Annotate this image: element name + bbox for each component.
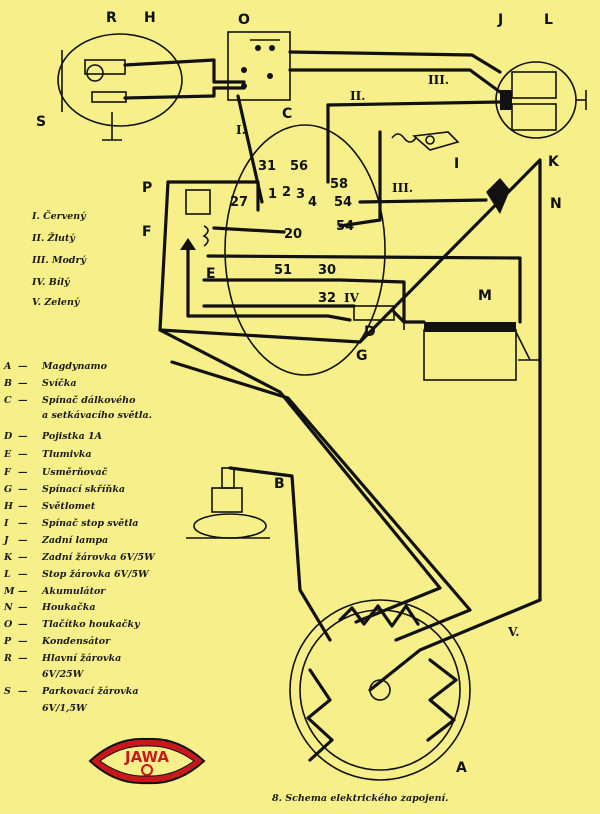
- terminal-4: 4: [308, 195, 317, 210]
- label-n: N: [550, 196, 562, 212]
- wire-label-iv: IV: [344, 291, 360, 305]
- wire-c-iii: [288, 68, 502, 94]
- legend-item: M —Akumulátor: [4, 586, 106, 597]
- label-h: H: [144, 10, 156, 26]
- label-e: E: [206, 266, 216, 282]
- color-key-2: II. Žlutý: [32, 233, 75, 244]
- legend-item: S —Parkovací žárovka: [4, 686, 139, 697]
- legend-item: C —Spínač dálkového: [4, 395, 136, 406]
- label-s: S: [36, 114, 46, 130]
- legend-item: J —Zadní lampa: [4, 535, 109, 546]
- jawa-logo: JAWA: [88, 737, 206, 785]
- terminal-32: 32: [318, 291, 336, 306]
- legend-item: E —Tlumivka: [4, 449, 92, 460]
- label-g: G: [356, 348, 368, 364]
- color-key-1: I. Červený: [32, 211, 86, 222]
- legend-item: B —Svíčka: [4, 378, 77, 389]
- stop-switch: [391, 131, 460, 151]
- legend-item: F —Usměrňovač: [4, 467, 108, 478]
- wire-label-ii: II.: [350, 89, 365, 103]
- wire-magneto-2: [170, 360, 472, 642]
- label-l: L: [544, 12, 553, 28]
- color-key-5: V. Zelený: [32, 297, 80, 308]
- figure-caption: 8. Schema elektrického zapojení.: [272, 793, 449, 804]
- wire-label-i: I.: [236, 123, 246, 137]
- legend-item: A —Magdynamo: [4, 361, 107, 372]
- terminal-51: 51: [274, 263, 292, 278]
- wire-left-bus: [158, 158, 542, 602]
- wire-spark: [228, 466, 332, 642]
- legend-item: P —Kondensátor: [4, 636, 111, 647]
- terminal-1: 1: [268, 187, 277, 202]
- terminal-58: 58: [330, 177, 348, 192]
- horn: [486, 178, 510, 214]
- wire-horn: [358, 198, 488, 204]
- legend-item: G —Spínací skříňka: [4, 484, 126, 495]
- terminal-54a: 54: [334, 195, 352, 210]
- legend-item: a setkávacího světla.: [42, 410, 152, 421]
- terminal-27: 27: [230, 195, 248, 210]
- legend-item: H —Světlomet: [4, 501, 96, 512]
- legend-item: K —Zadní žárovka 6V/5W: [4, 552, 155, 563]
- switch-box: [224, 124, 386, 376]
- label-k: K: [548, 154, 560, 170]
- wire-headlight-switch: [123, 58, 246, 84]
- headlight: [57, 33, 183, 141]
- terminal-3: 3: [296, 187, 305, 202]
- wire-27: [166, 180, 260, 212]
- dip-switch: [227, 31, 291, 101]
- logo-text: JAWA: [124, 748, 169, 766]
- wire-label-iii: III.: [428, 73, 449, 87]
- legend-item: R —Hlavní žárovka: [4, 653, 122, 664]
- legend-item: 6V/25W: [42, 669, 84, 680]
- label-r: R: [106, 10, 117, 26]
- label-j: J: [497, 12, 503, 28]
- choke: [202, 225, 209, 247]
- terminal-31: 31: [258, 159, 276, 174]
- terminal-54b: 54: [336, 219, 354, 234]
- battery: [423, 322, 540, 381]
- legend-item: L —Stop žárovka 6V/5W: [4, 569, 149, 580]
- label-d: D: [364, 324, 376, 340]
- label-i: I: [454, 156, 459, 172]
- wire-v: [186, 248, 352, 322]
- label-p: P: [142, 180, 152, 196]
- wire-magneto-1: [158, 328, 442, 624]
- legend-item: 6V/1,5W: [42, 703, 87, 714]
- terminal-2: 2: [282, 185, 291, 200]
- capacitor: [185, 189, 211, 215]
- label-o: O: [238, 12, 250, 28]
- wire-label-iii-b: III.: [392, 181, 413, 195]
- wire-fuse-battery: [392, 310, 426, 324]
- wire-c-to-rear: [288, 50, 502, 74]
- legend-item: N —Houkačka: [4, 602, 96, 613]
- color-key-3: III. Modrý: [32, 255, 86, 266]
- spark-plug: [186, 467, 270, 539]
- label-b: B: [274, 476, 285, 492]
- magdynamo: [289, 599, 471, 781]
- legend-item: D —Pojistka 1A: [4, 431, 103, 442]
- label-a: A: [456, 760, 467, 776]
- wire-ii: [326, 100, 502, 107]
- color-key-4: IV. Bílý: [32, 277, 70, 288]
- wire-label-v: V.: [507, 625, 519, 639]
- terminal-20: 20: [284, 227, 302, 242]
- wire-51: [206, 254, 522, 324]
- label-m: M: [478, 288, 492, 304]
- terminal-30: 30: [318, 263, 336, 278]
- rectifier: [180, 238, 196, 250]
- terminal-56: 56: [290, 159, 308, 174]
- rear-lamp: [495, 61, 587, 139]
- wire-headlight-switch-2: [123, 86, 246, 100]
- label-f: F: [142, 224, 152, 240]
- wire-30: [202, 278, 406, 324]
- wire-iii: [338, 130, 382, 228]
- label-c: C: [282, 106, 292, 122]
- legend-item: O —Tlačítko houkačky: [4, 619, 140, 630]
- legend-item: I —Spínač stop světla: [4, 518, 139, 529]
- wire-20: [212, 226, 286, 234]
- wire-magneto-3: [368, 598, 542, 692]
